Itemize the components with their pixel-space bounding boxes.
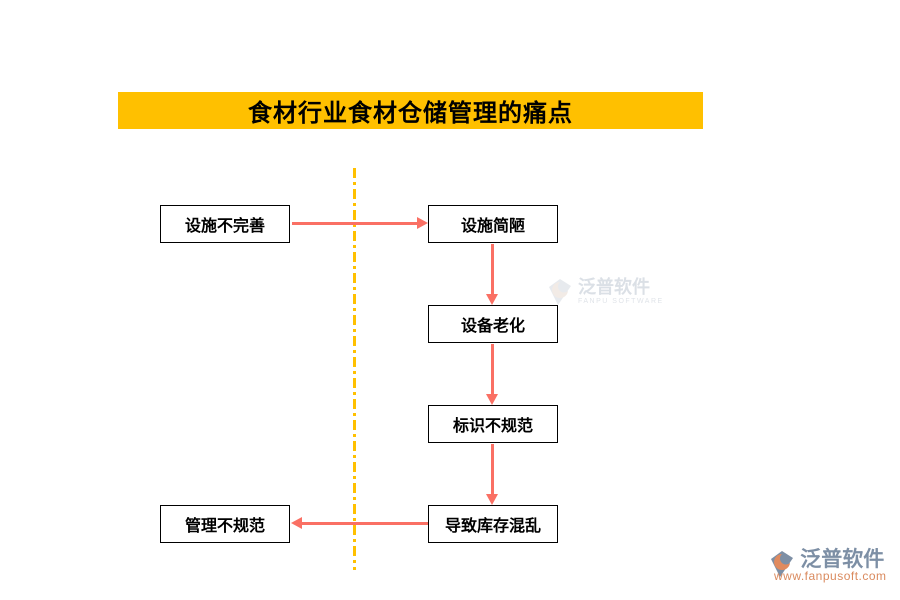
flow-node-label: 设施简陋 (460, 218, 525, 235)
fanpu-logo-icon (544, 277, 574, 312)
watermark-url-text: www.fanpusoft.com (774, 569, 887, 583)
watermark-bottom-right: 泛普软件 www.fanpusoft.com (766, 549, 887, 584)
watermark-brand-text: 泛普软件 (800, 548, 885, 571)
arrow-labeling-to-chaos (486, 444, 498, 505)
watermark-brand-text: 泛普软件 (578, 277, 650, 297)
page-title: 食材行业食材仓储管理的痛点 (248, 101, 573, 127)
watermark-subtitle-text: FANPU SOFTWARE (578, 298, 664, 305)
fanpu-logo-icon (766, 549, 796, 584)
arrow-chaos-to-management (291, 517, 428, 529)
flow-node-equipment-aging: 设备老化 (428, 305, 558, 343)
flow-node-label: 设备老化 (460, 318, 525, 335)
arrow-crude-to-aging (486, 244, 498, 305)
arrow-aging-to-labeling (486, 344, 498, 405)
flow-node-label: 设施不完善 (184, 218, 265, 235)
flow-node-facilities-imperfect: 设施不完善 (160, 205, 290, 243)
arrow-facilities-to-crude (292, 217, 428, 229)
flow-node-label: 导致库存混乱 (444, 518, 541, 535)
flow-node-inventory-chaos: 导致库存混乱 (428, 505, 558, 543)
dash-dot-divider-line (353, 168, 356, 570)
flow-node-label: 管理不规范 (184, 518, 265, 535)
flow-node-labeling-nonstandard: 标识不规范 (428, 405, 558, 443)
flow-node-management-nonstandard: 管理不规范 (160, 505, 290, 543)
title-banner: 食材行业食材仓储管理的痛点 (118, 92, 703, 129)
flow-node-facilities-crude: 设施简陋 (428, 205, 558, 243)
flow-node-label: 标识不规范 (452, 418, 533, 435)
watermark-center: 泛普软件 FANPU SOFTWARE (544, 277, 664, 312)
